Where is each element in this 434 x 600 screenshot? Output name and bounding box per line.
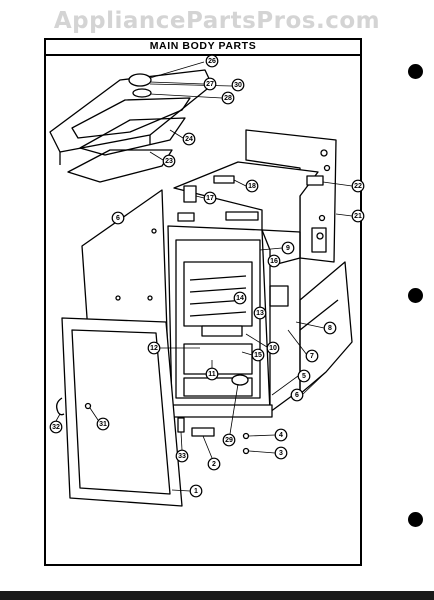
callout-6: 6 (111, 211, 125, 225)
callout-label: 26 (208, 58, 216, 65)
callout-label: 4 (279, 432, 283, 439)
callout-label: 30 (234, 82, 242, 89)
callout-26: 26 (205, 54, 219, 68)
callout-23: 23 (162, 154, 176, 168)
callout-4: 4 (274, 428, 288, 442)
callout-14: 14 (233, 291, 247, 305)
diagram-title: MAIN BODY PARTS (44, 38, 362, 56)
binder-hole-middle (408, 288, 423, 303)
callout-label: 7 (310, 353, 314, 360)
callout-label: 10 (269, 345, 277, 352)
callout-29: 29 (222, 433, 236, 447)
callout-label: 31 (99, 421, 107, 428)
callout-label: 9 (286, 245, 290, 252)
callout-28: 28 (221, 91, 235, 105)
callout-label: 13 (256, 310, 264, 317)
callout-17: 17 (203, 191, 217, 205)
callout-label: 6 (116, 215, 120, 222)
callout-label: 3 (279, 450, 283, 457)
callout-label: 28 (224, 95, 232, 102)
callout-32: 32 (49, 420, 63, 434)
callout-33: 33 (175, 449, 189, 463)
callout-label: 5 (302, 373, 306, 380)
callout-11: 11 (205, 367, 219, 381)
callout-label: 33 (178, 453, 186, 460)
callout-6: 6 (290, 388, 304, 402)
callout-label: 21 (354, 213, 362, 220)
callout-24: 24 (182, 132, 196, 146)
callout-27: 27 (203, 77, 217, 91)
callout-9: 9 (281, 241, 295, 255)
callout-16: 16 (267, 254, 281, 268)
callout-label: 24 (185, 136, 193, 143)
callout-label: 29 (225, 437, 233, 444)
callout-13: 13 (253, 306, 267, 320)
binder-hole-top (408, 64, 423, 79)
callout-label: 17 (206, 195, 214, 202)
kick-plate-parts (171, 404, 273, 455)
callout-31: 31 (96, 417, 110, 431)
callout-label: 27 (206, 81, 214, 88)
watermark: AppliancePartsPros.com (53, 8, 381, 34)
callout-10: 10 (266, 341, 280, 355)
callout-7: 7 (305, 349, 319, 363)
callout-label: 14 (236, 295, 244, 302)
callout-label: 18 (248, 183, 256, 190)
callout-22: 22 (351, 179, 365, 193)
callout-1: 1 (189, 484, 203, 498)
callout-label: 11 (208, 371, 216, 378)
callout-label: 23 (165, 158, 173, 165)
callout-label: 2 (212, 461, 216, 468)
callout-label: 8 (328, 325, 332, 332)
binder-hole-bottom (408, 512, 423, 527)
oven-body (167, 225, 301, 413)
callout-12: 12 (147, 341, 161, 355)
callout-5: 5 (297, 369, 311, 383)
callout-15: 15 (251, 348, 265, 362)
callout-label: 16 (270, 258, 278, 265)
top-cover-assembly (49, 69, 213, 183)
door-frame (61, 317, 183, 507)
callout-21: 21 (351, 209, 365, 223)
leader-lines (55, 61, 353, 492)
callout-label: 15 (254, 352, 262, 359)
callout-label: 12 (150, 345, 158, 352)
rear-housing (173, 161, 327, 269)
callout-label: 6 (295, 392, 299, 399)
callout-label: 32 (52, 424, 60, 431)
callout-2: 2 (207, 457, 221, 471)
callout-8: 8 (323, 321, 337, 335)
callout-18: 18 (245, 179, 259, 193)
callout-label: 1 (194, 488, 198, 495)
callout-30: 30 (231, 78, 245, 92)
callout-3: 3 (274, 446, 288, 460)
door-hinge (56, 397, 92, 416)
callout-label: 22 (354, 183, 362, 190)
scan-edge (0, 591, 434, 600)
diagram-frame (44, 38, 362, 566)
